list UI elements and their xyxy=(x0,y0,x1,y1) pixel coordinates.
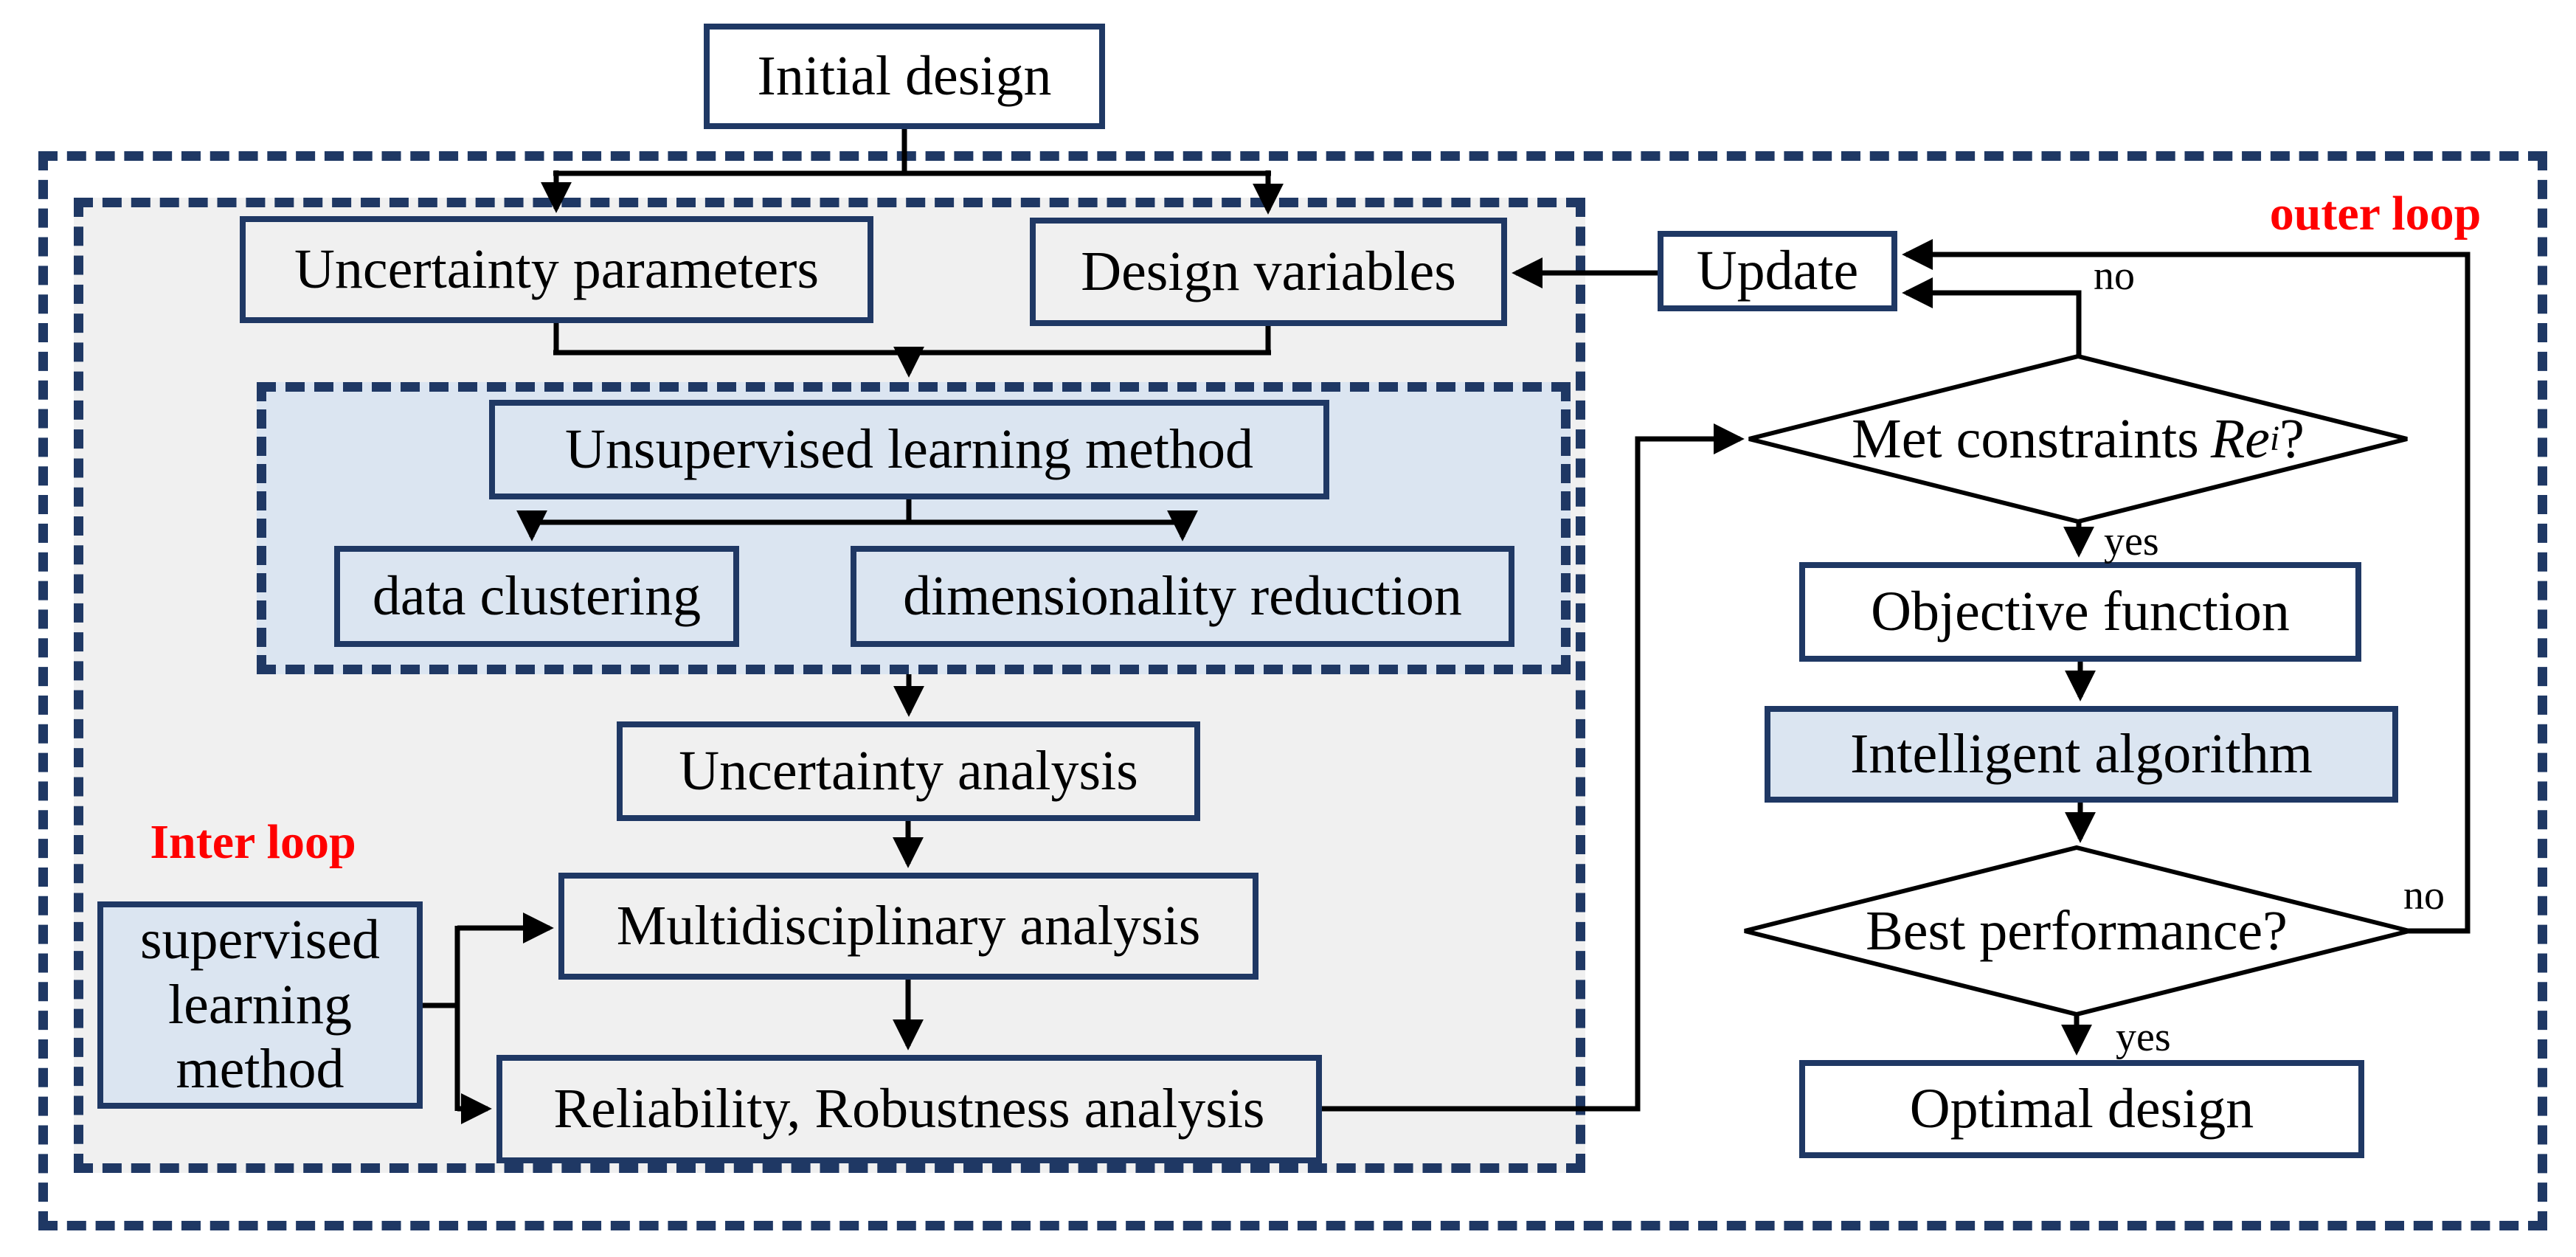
edge-best-performance-no-to-update xyxy=(1902,239,2471,934)
intelligent-algorithm-box: Intelligent algorithm xyxy=(1765,706,2398,803)
best-performance-diamond-label: Best performance? xyxy=(1866,899,2288,962)
inter-loop-label: Inter loop xyxy=(150,815,356,869)
best-performance-yes-label: yes xyxy=(2116,1014,2171,1060)
unsupervised-learning-method-box: Unsupervised learning method xyxy=(489,400,1329,499)
best-performance-no-label: no xyxy=(2403,873,2445,918)
design-variables-box: Design variables xyxy=(1030,218,1507,326)
objective-function-box: Objective function xyxy=(1799,562,2361,662)
multidisciplinary-analysis-box: Multidisciplinary analysis xyxy=(558,873,1258,980)
uncertainty-analysis-box: Uncertainty analysis xyxy=(617,721,1200,821)
reliability-robustness-analysis-box: Reliability, Robustness analysis xyxy=(496,1055,1322,1163)
met-constraints-text: Met constraints xyxy=(1852,407,2199,470)
met-constraints-variable: Re xyxy=(2210,407,2271,470)
supervised-learning-method-box: supervised learning method xyxy=(97,901,423,1109)
met-constraints-no-label: no xyxy=(2094,253,2135,299)
dimensionality-reduction-box: dimensionality reduction xyxy=(851,546,1514,647)
uncertainty-parameters-box: Uncertainty parameters xyxy=(240,216,873,323)
outer-loop-label: outer loop xyxy=(2269,187,2482,240)
data-clustering-box: data clustering xyxy=(334,546,739,647)
met-constraints-yes-label: yes xyxy=(2104,519,2159,564)
edge-met-constraints-no-to-update xyxy=(1902,277,2082,358)
met-constraints-question-mark: ? xyxy=(2279,407,2305,470)
inner-loop-gray-panel xyxy=(74,198,1585,1173)
edge-reliability-to-met-constraints xyxy=(1322,423,1745,1112)
optimal-design-box: Optimal design xyxy=(1799,1060,2364,1158)
initial-design-box: Initial design xyxy=(704,24,1105,129)
met-constraints-diamond xyxy=(1748,353,2408,524)
best-performance-diamond xyxy=(1744,845,2410,1017)
outer-loop-dashed-border xyxy=(38,151,2547,1230)
update-box: Update xyxy=(1658,231,1897,311)
